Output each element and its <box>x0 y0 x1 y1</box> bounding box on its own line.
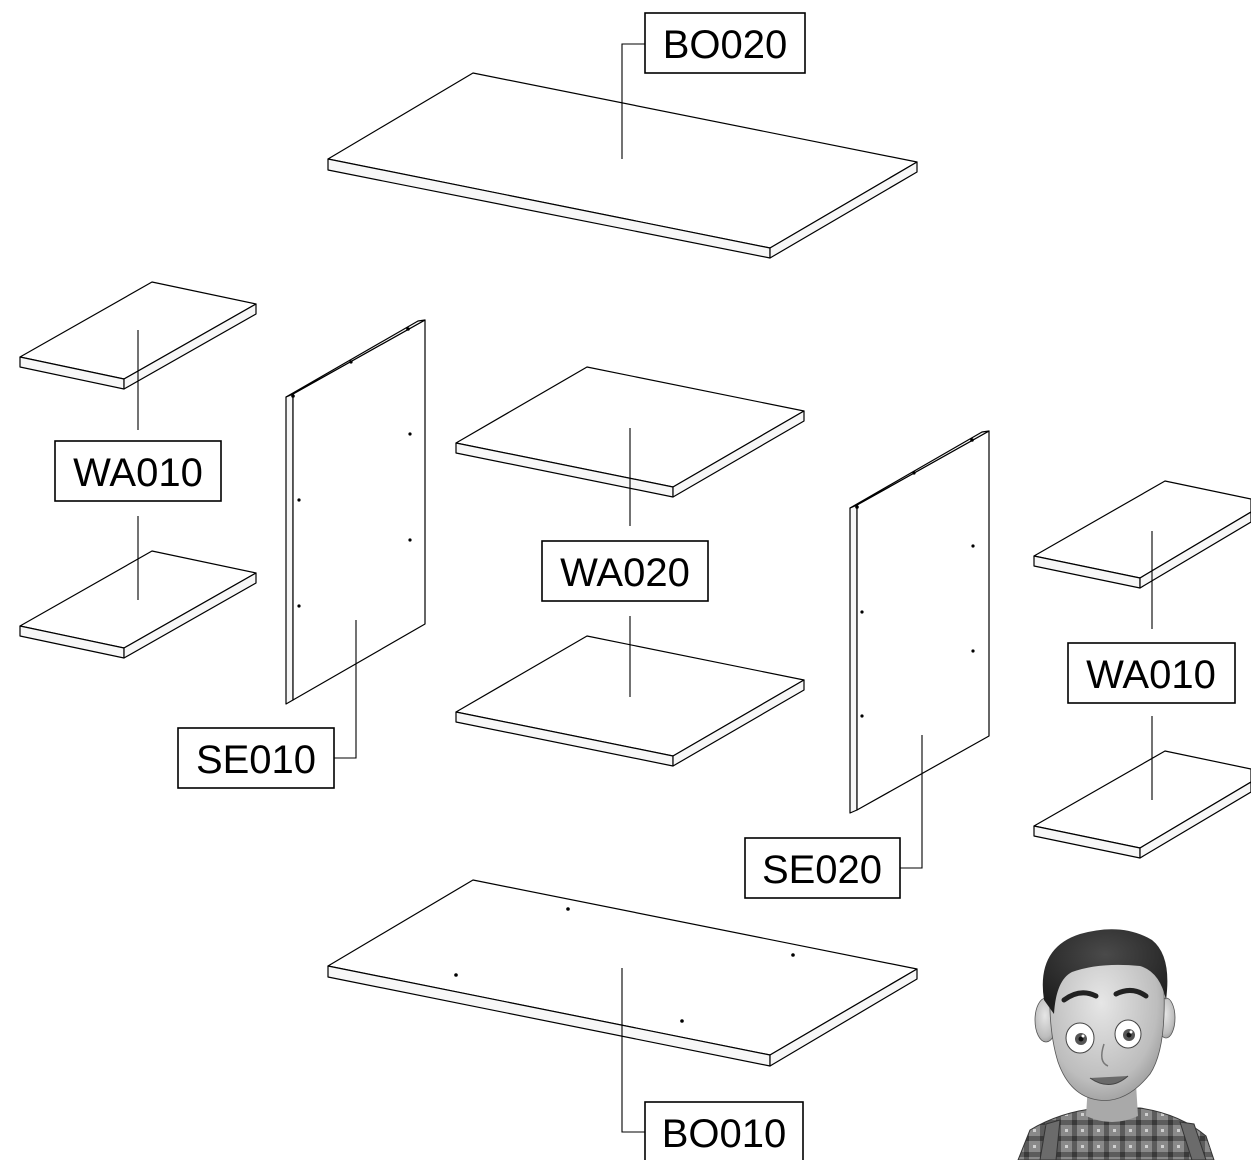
panel-bo020 <box>327 72 918 259</box>
panel-se010 <box>285 319 426 705</box>
label-se010-text: SE010 <box>196 738 316 782</box>
leader-bo010 <box>621 968 645 1133</box>
label-bo020: BO020 <box>644 12 806 74</box>
panel-bo010 <box>327 879 918 1067</box>
label-se020-text: SE020 <box>762 848 882 892</box>
label-wa010-left: WA010 <box>54 440 222 502</box>
mascot-icon <box>1017 929 1215 1160</box>
label-wa010-right: WA010 <box>1067 642 1236 704</box>
label-wa010-right-text: WA010 <box>1086 653 1216 697</box>
leader-se010 <box>334 620 357 759</box>
panel-wa020-top <box>455 366 805 498</box>
label-bo010: BO010 <box>644 1101 804 1160</box>
label-wa010-left-text: WA010 <box>73 451 203 495</box>
label-wa020: WA020 <box>541 540 709 602</box>
label-bo010-text: BO010 <box>662 1112 787 1156</box>
leader-se020 <box>900 735 923 869</box>
panel-wa010-right-top <box>1033 480 1251 589</box>
leader-bo020 <box>621 43 645 159</box>
label-se010: SE010 <box>177 727 335 789</box>
panel-wa010-right-bottom <box>1033 750 1251 859</box>
panel-se020 <box>849 430 990 814</box>
label-se020: SE020 <box>744 837 901 899</box>
label-bo020-text: BO020 <box>663 23 788 67</box>
label-wa020-text: WA020 <box>560 551 690 595</box>
